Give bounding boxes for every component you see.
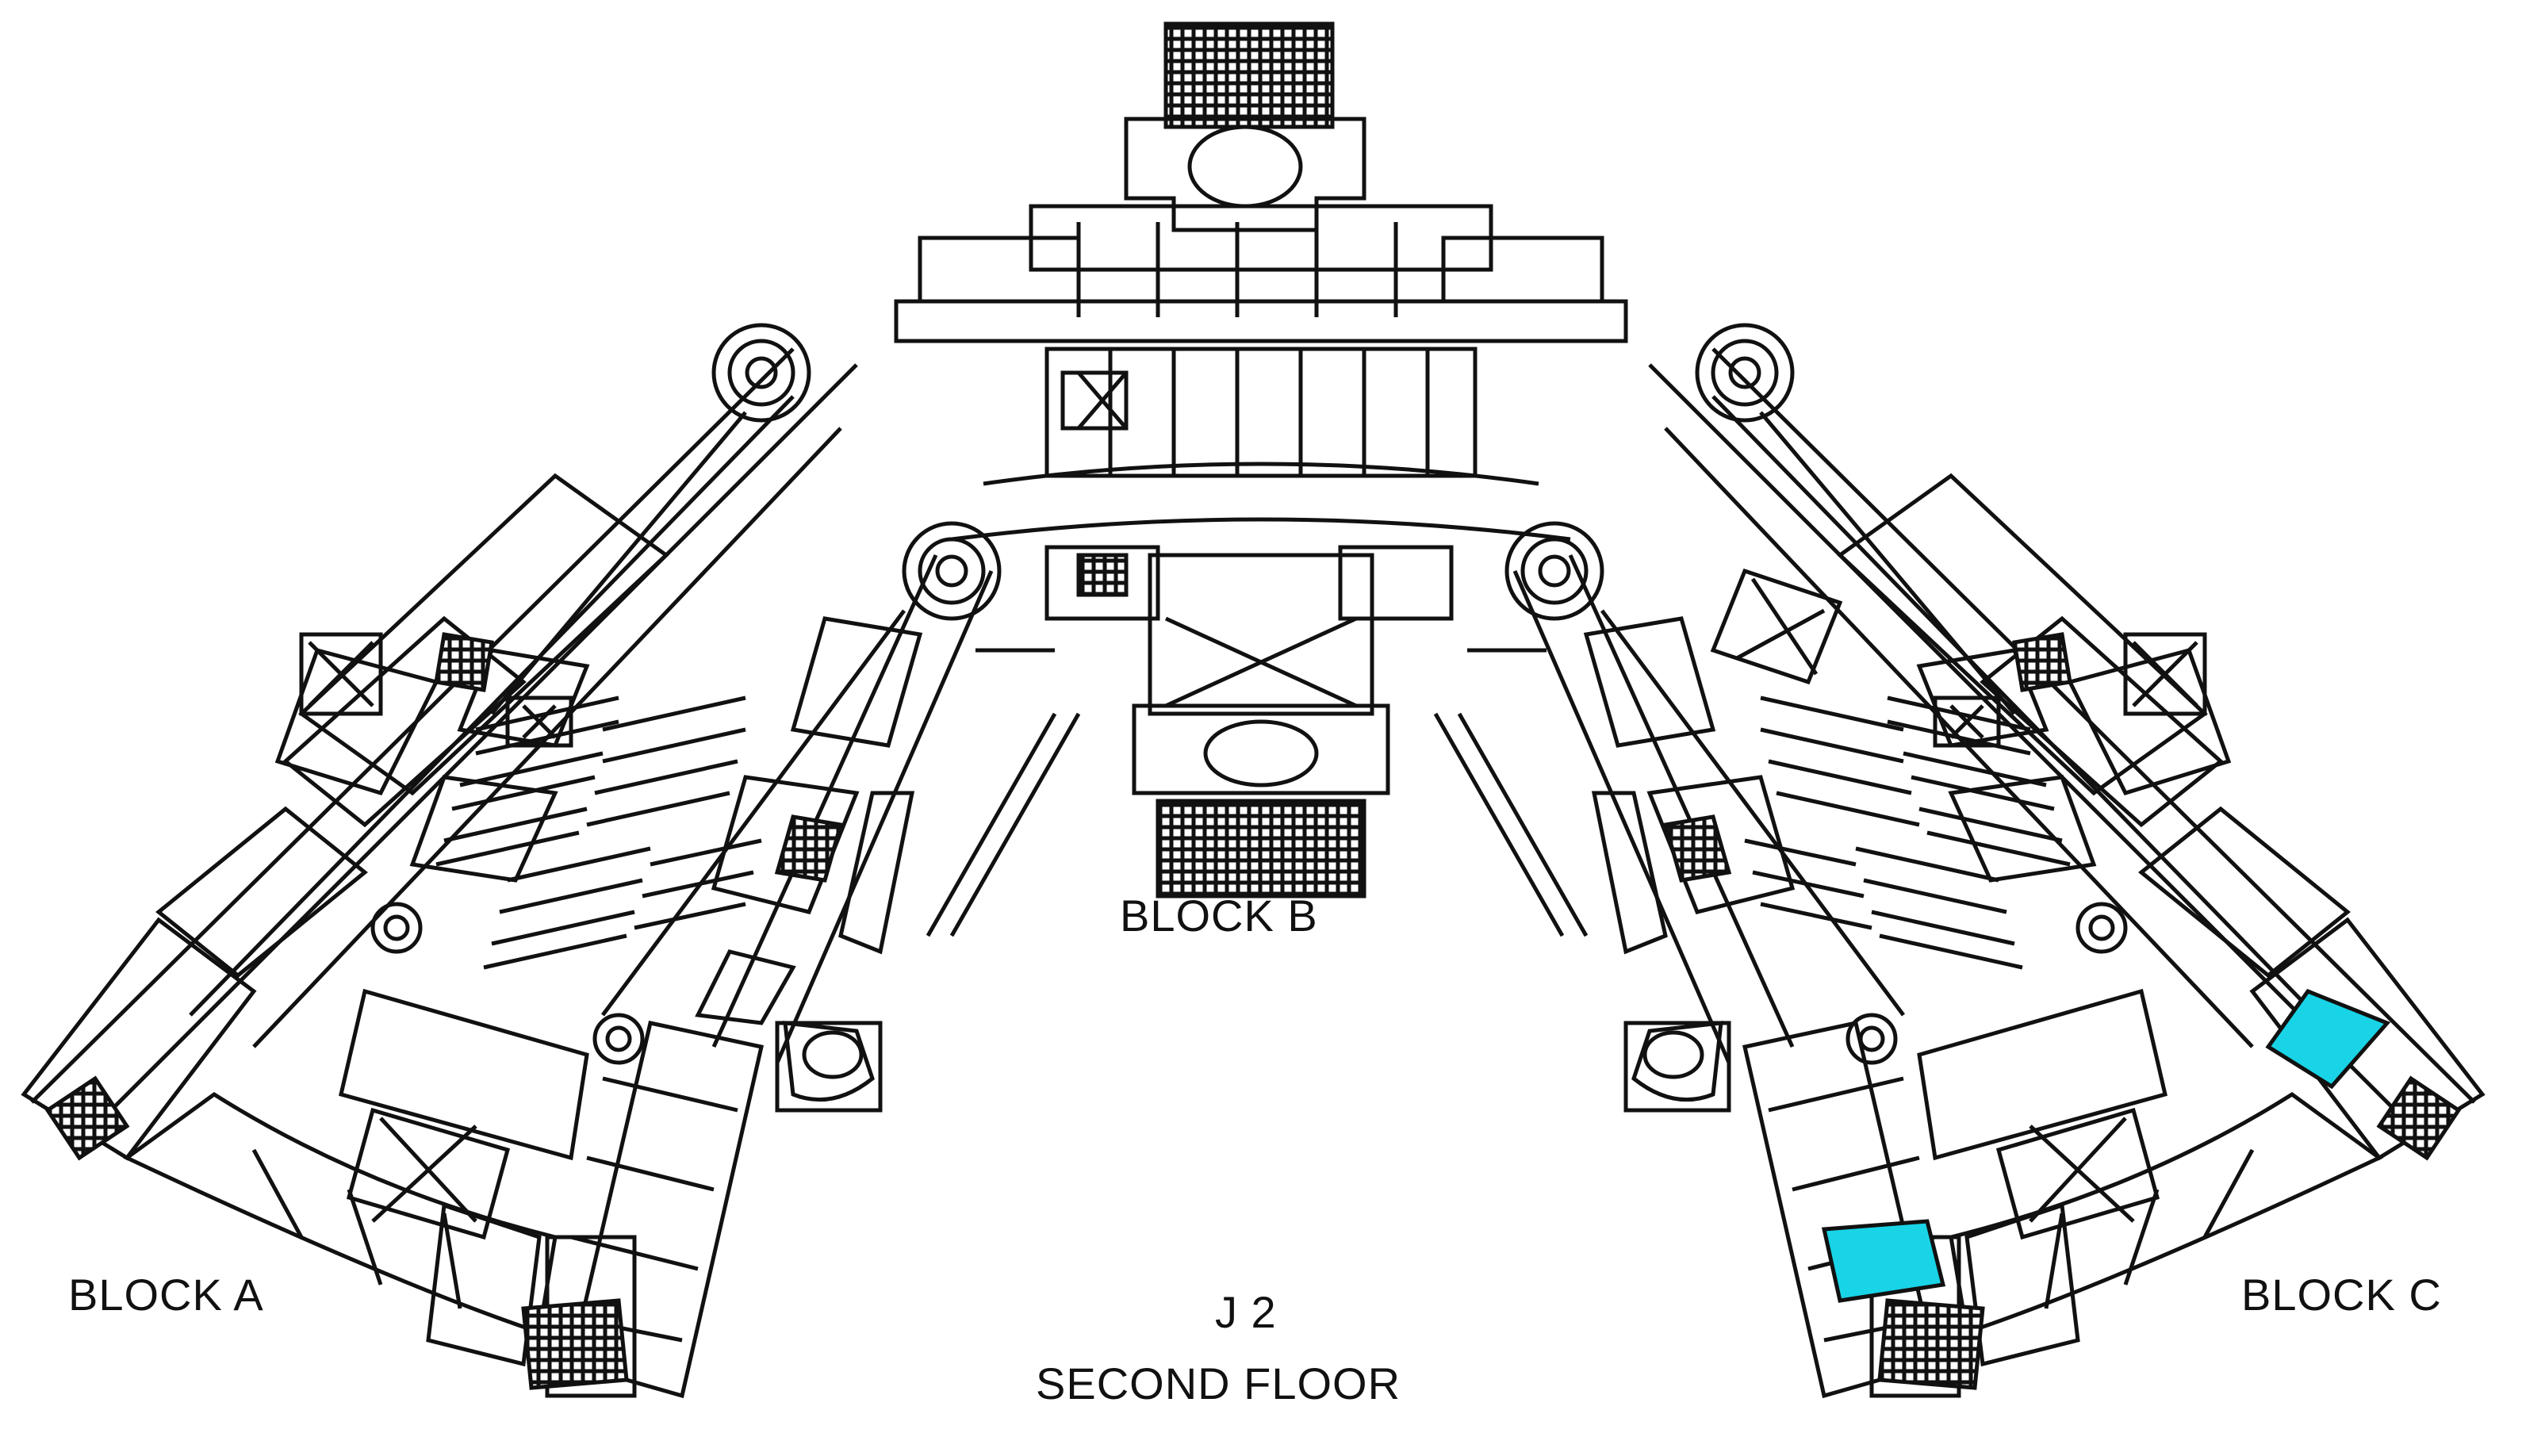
floor-label: SECOND FLOOR bbox=[1036, 1358, 1401, 1408]
block-a-wing bbox=[21, 347, 994, 1399]
block-b-wing bbox=[894, 21, 1628, 937]
stair-towers bbox=[370, 323, 2128, 1065]
highlighted-room-lower bbox=[1821, 1219, 1946, 1303]
highlighted-rooms bbox=[1821, 988, 2391, 1303]
block-b-label: BLOCK B bbox=[1120, 891, 1318, 941]
building-id-label: J 2 bbox=[1215, 1287, 1277, 1337]
block-a-label: BLOCK A bbox=[68, 1270, 264, 1320]
highlighted-room-upper bbox=[2265, 988, 2391, 1090]
block-c-label: BLOCK C bbox=[2241, 1270, 2442, 1320]
block-c-wing bbox=[1512, 347, 2486, 1399]
